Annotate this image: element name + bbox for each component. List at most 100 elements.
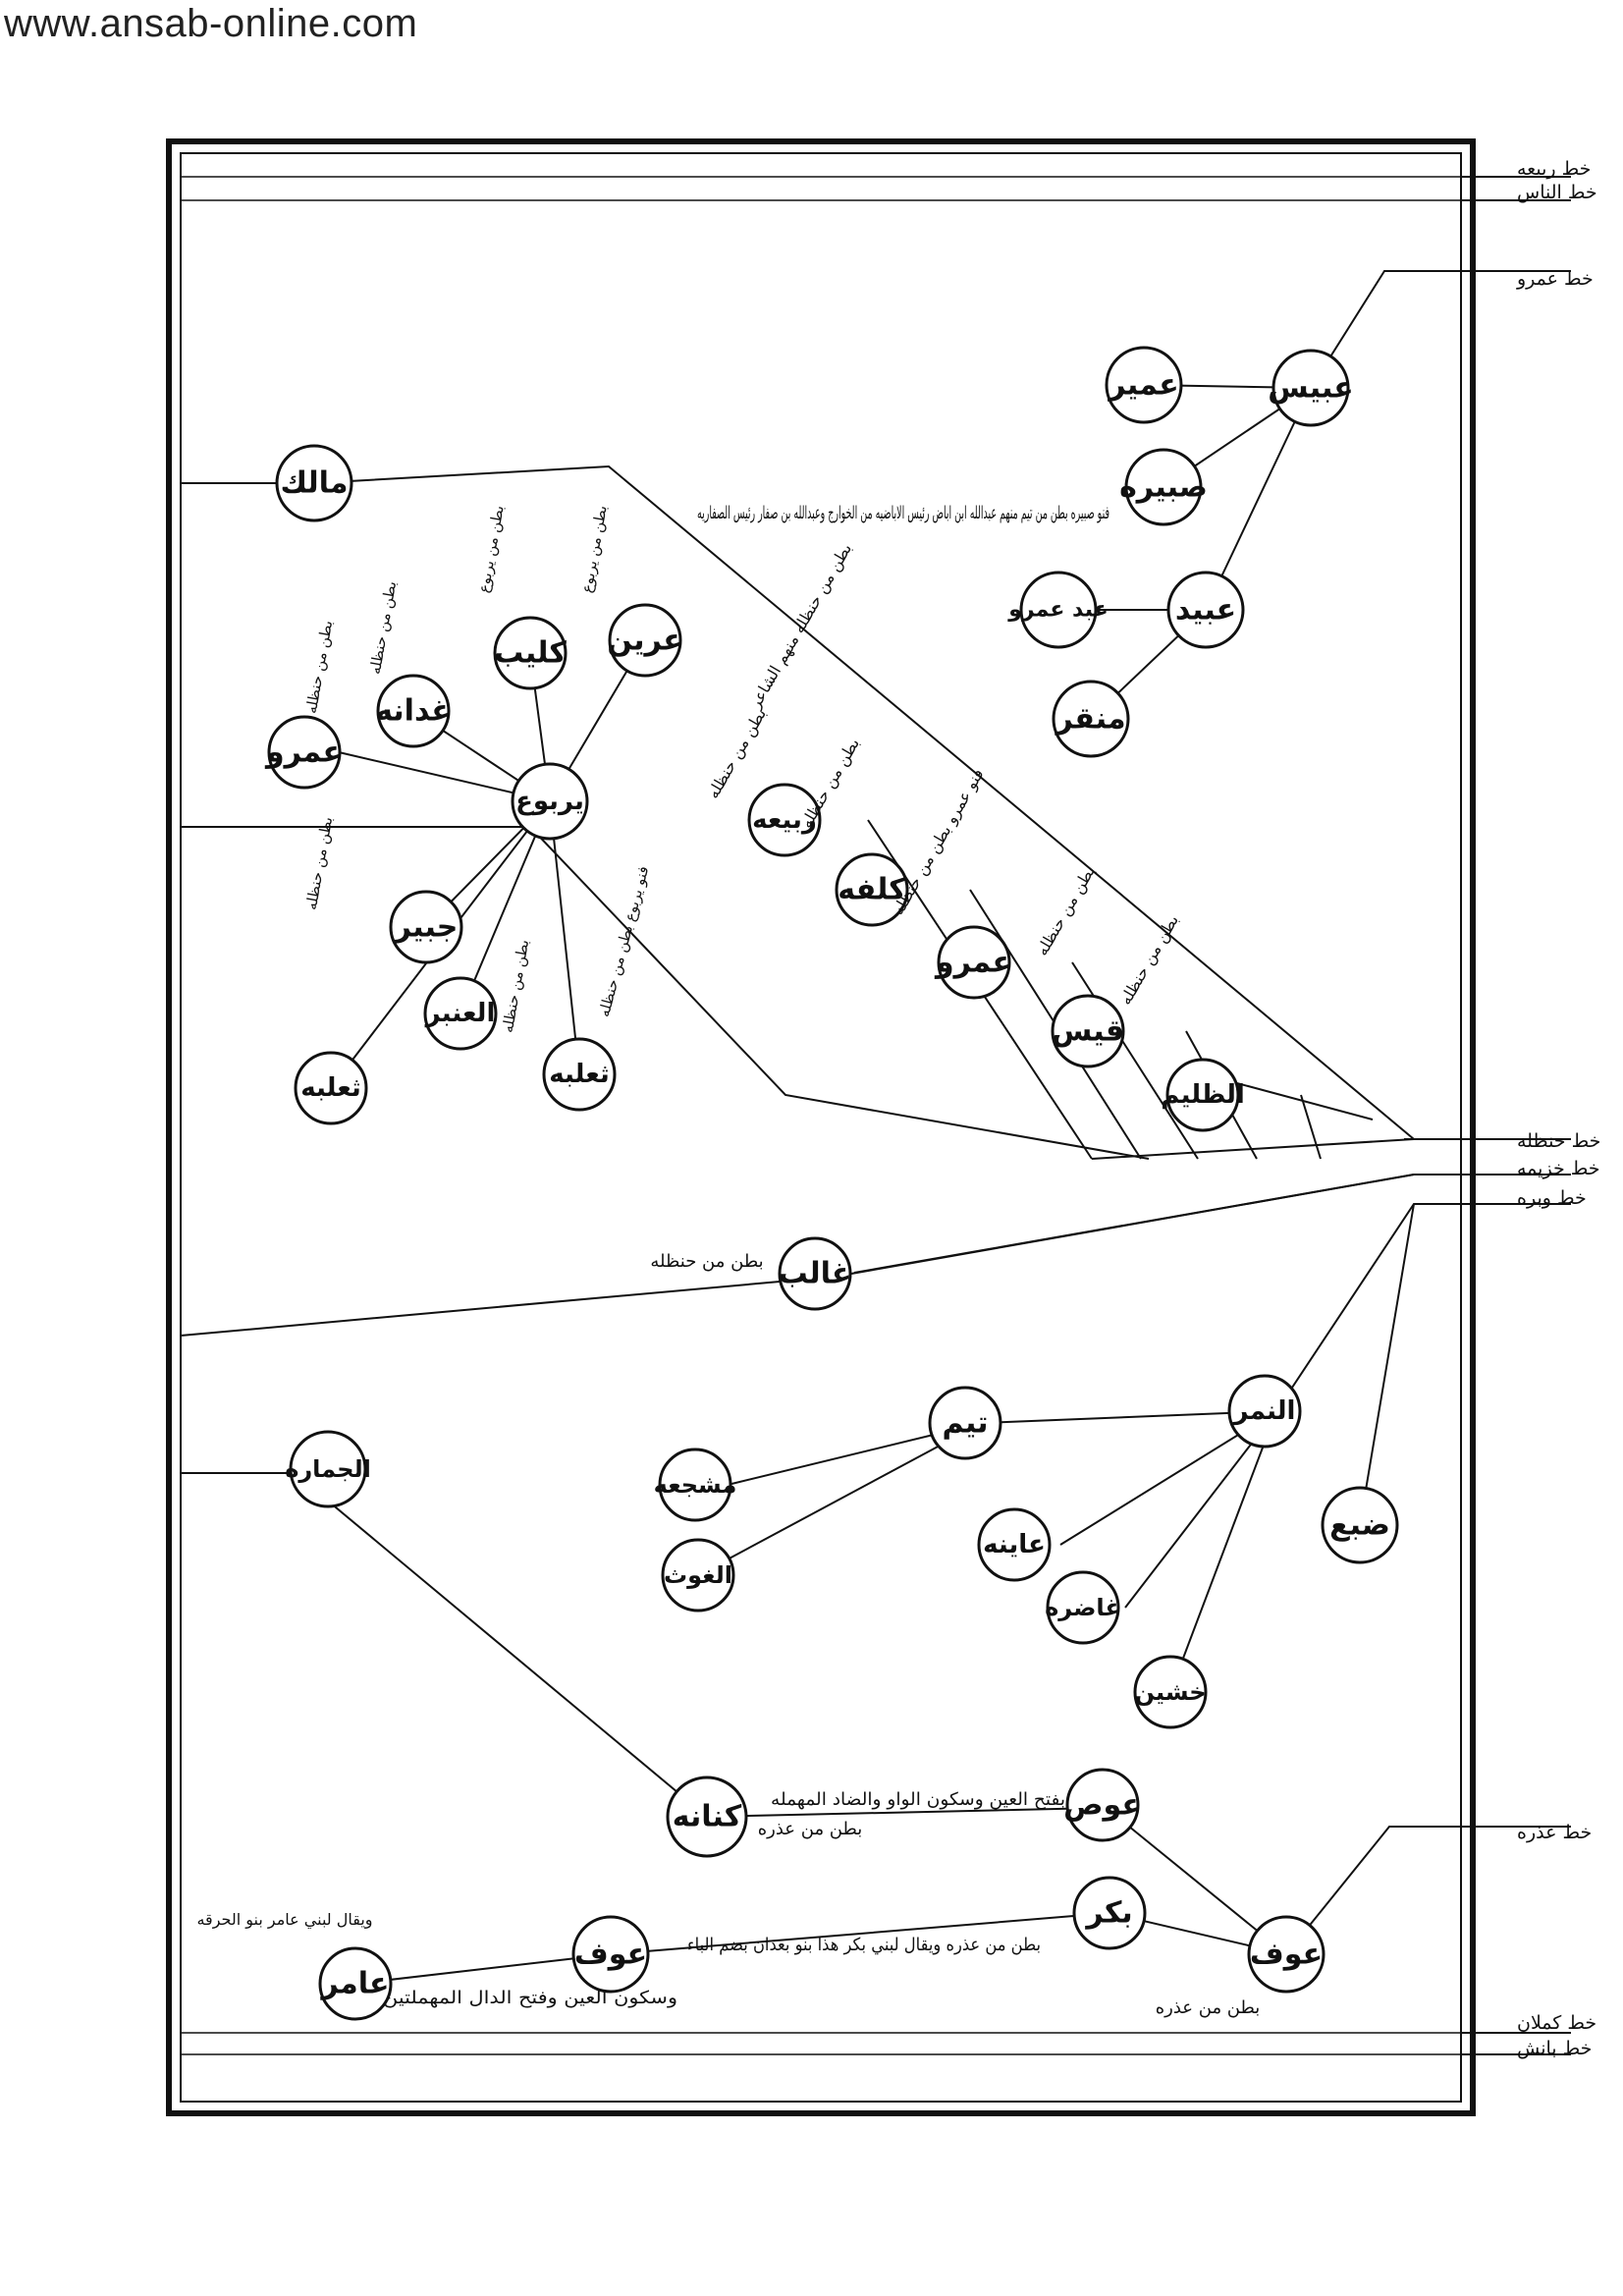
node-khushain [1133, 1655, 1208, 1729]
note-malik-diag: بطن من حنظله منهم الشاعر [745, 540, 856, 713]
note-awf-b: وسكون العين وفتح الدال المهملتين [383, 1988, 677, 2008]
node-label-thalaba-b: ثعلبه [549, 1060, 609, 1089]
node-arin [608, 603, 682, 678]
page-frame [166, 138, 1571, 2116]
node-amir [318, 1946, 393, 2021]
side-label-wabra: خط وبره [1517, 1187, 1587, 1209]
note-arin: بطن من يربوع [577, 504, 610, 594]
node-label-aws: عوص [1063, 1788, 1142, 1823]
node-label-malik: مالك [280, 466, 348, 501]
note-yarbu: فنو يربوع بطن من حنظله [595, 864, 652, 1019]
note-kinana: بطن من عذره [758, 1819, 863, 1839]
node-label-yarbu: يربوع [515, 787, 584, 816]
node-label-amr-a: عمرو [264, 736, 343, 770]
node-bakr [1072, 1876, 1147, 1950]
node-label-kulfa: كلفه [838, 873, 906, 907]
node-ubaih [1271, 349, 1350, 427]
note-ghalib: بطن من حنظله [650, 1251, 763, 1272]
node-label-awf-a: عوف [1250, 1938, 1323, 1972]
note-awf-a: بطن من عذره [1156, 1997, 1261, 2018]
node-taim [928, 1386, 1002, 1460]
node-label-ghauth: الغوث [664, 1561, 732, 1589]
side-label-udhra: خط عذره [1517, 1822, 1592, 1843]
node-aws [1065, 1768, 1140, 1842]
node-label-jubair: جبير [393, 910, 459, 945]
node-thalaba-b [542, 1037, 617, 1112]
node-label-taim: تيم [942, 1406, 988, 1441]
side-labels: خط ربيعه خط الناس خط عمرو خط حنظله خط خز… [1516, 158, 1600, 2059]
node-label-ghalib: غالب [779, 1257, 852, 1291]
node-label-ubaid: عبيد [1175, 593, 1236, 628]
note-zulaim: بطن من حنظله [1115, 911, 1183, 1009]
note-sabira: فنو صبيره بطن من تيم منهم عبدالله ابن اب… [697, 503, 1109, 523]
node-amr-b [937, 925, 1011, 1000]
side-label-nas: خط الناس [1517, 182, 1597, 203]
note-thalaba-b: بطن من حنظله [499, 938, 532, 1034]
node-label-jimar: الجماره [285, 1455, 371, 1483]
node-amr-a [267, 715, 342, 790]
node-kinana [666, 1776, 748, 1858]
node-ghadira [1046, 1570, 1120, 1645]
node-label-nimr: النمر [1232, 1396, 1296, 1426]
node-mushjia [658, 1448, 732, 1522]
side-label-khuzayma: خط خزيمه [1517, 1158, 1600, 1179]
note-aws: بفتح العين وسكون الواو والضاد المهمله [771, 1789, 1065, 1810]
note-amr-a: بطن من حنظله [302, 619, 336, 715]
node-label-amir: عامر [320, 1967, 390, 2001]
note-ghudana: بطن من حنظله [366, 579, 400, 676]
node-thalaba-a [294, 1051, 368, 1125]
node-label-kinana: كنانه [673, 1800, 742, 1834]
node-ubaid [1166, 571, 1245, 649]
node-label-mushjia: مشجعه [654, 1471, 737, 1499]
node-sabira [1124, 448, 1203, 526]
node-anbar [423, 976, 498, 1051]
note-rabia: بطن من حنظله [703, 705, 771, 802]
node-rabia [747, 783, 822, 857]
node-kulaib [493, 616, 568, 690]
node-labels: مالك عبيس عمير صبيره عبيد عبد عمرو منقر … [264, 368, 1390, 2001]
node-jubair [389, 890, 463, 964]
node-label-awf-b: عوف [574, 1938, 647, 1972]
note-amir: ويقال لبني عامر بنو الحرقه [196, 1910, 372, 1930]
node-yarbu [511, 762, 589, 841]
node-jimar [289, 1430, 367, 1508]
note-kulfa: بطن من حنظله [796, 735, 864, 832]
node-abd-amr [1019, 571, 1098, 649]
note-jubair: بطن من حنظله [302, 815, 336, 911]
node-awf-b [571, 1915, 650, 1994]
note-qais: بطن من حنظله [1032, 862, 1100, 959]
node-dab [1321, 1486, 1399, 1564]
node-ghudana [376, 674, 451, 748]
node-label-umair: عمير [1107, 368, 1179, 403]
node-label-qais: قيس [1052, 1014, 1124, 1049]
node-label-anbar: العنبر [424, 999, 496, 1028]
node-label-abd-amr: عبد عمرو [1007, 598, 1109, 623]
node-label-dab: ضبع [1329, 1508, 1390, 1543]
node-nimr [1227, 1374, 1302, 1449]
node-ghalib [778, 1236, 852, 1311]
nodes [267, 346, 1399, 2021]
node-awf-a [1247, 1915, 1325, 1994]
node-label-ghudana: غدانه [375, 694, 452, 729]
node-zulaim [1165, 1058, 1240, 1132]
note-kulaib: بطن من يربوع [474, 504, 507, 594]
connector-lines [180, 270, 1571, 1985]
note-bakr: بطن من عذره ويقال لبني بكر هذا بنو بعدان… [687, 1935, 1041, 1955]
side-label-amr: خط عمرو [1516, 268, 1594, 290]
node-label-aina: عاينه [983, 1530, 1046, 1559]
node-umair [1105, 346, 1183, 424]
node-label-ubaih: عبيس [1268, 371, 1353, 406]
node-ghauth [661, 1538, 735, 1613]
side-label-rabia: خط ربيعه [1517, 158, 1591, 180]
side-label-kalan: خط كملان [1517, 2012, 1596, 2034]
node-qais [1051, 994, 1125, 1068]
node-label-zulaim: الظليم [1161, 1080, 1245, 1110]
node-label-sabira: صبيره [1119, 470, 1208, 505]
node-label-thalaba-a: ثعلبه [300, 1073, 360, 1103]
node-aina [977, 1507, 1052, 1582]
node-minqar [1052, 680, 1130, 758]
node-label-bakr: بكر [1084, 1896, 1132, 1931]
node-label-minqar: منقر [1054, 702, 1125, 737]
node-kulfa [835, 852, 909, 927]
